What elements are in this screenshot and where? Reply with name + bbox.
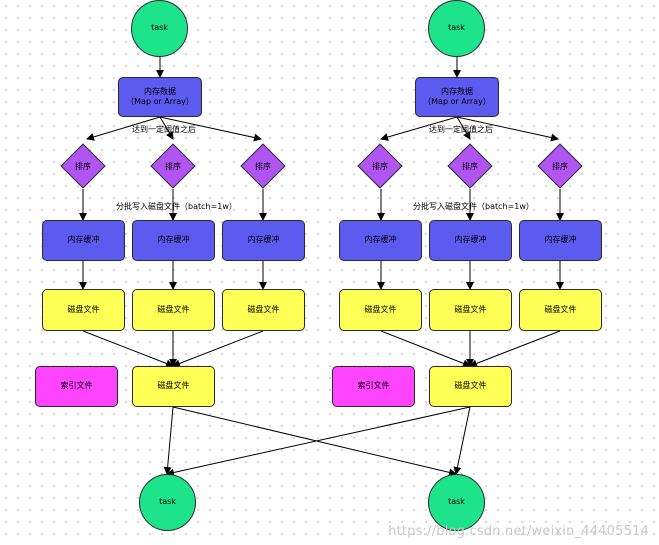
task-label: task — [151, 23, 168, 33]
disk-file-left-1[interactable]: 磁盘文件 — [42, 289, 125, 331]
task-top-left[interactable]: task — [131, 0, 188, 57]
disk-file-left-2[interactable]: 磁盘文件 — [132, 289, 215, 331]
memory-buffer-right-2[interactable]: 内存缓冲 — [429, 220, 512, 261]
memory-data-title: 内存数据 — [143, 86, 176, 96]
disk-file-right-2[interactable]: 磁盘文件 — [429, 289, 512, 331]
task-top-right[interactable]: task — [428, 0, 485, 57]
threshold-label-left: 达到一定阈值之后 — [132, 125, 196, 134]
disk-file-right-3[interactable]: 磁盘文件 — [519, 289, 602, 331]
task-bottom-right[interactable]: task — [428, 474, 485, 531]
memory-data-right[interactable]: 内存数据（Map or Array） — [415, 77, 499, 117]
batch-write-label-right: 分批写入磁盘文件（batch=1w） — [413, 202, 534, 211]
memory-buffer-left-2[interactable]: 内存缓冲 — [132, 220, 215, 261]
memory-data-subtitle: （Map or Array） — [126, 97, 194, 106]
disk-file-left-3[interactable]: 磁盘文件 — [222, 289, 305, 331]
watermark-text: https://blog.csdn.net/weixin_44405514 — [388, 524, 649, 539]
sort-diamond-right-3[interactable]: 排序 — [537, 143, 583, 189]
threshold-label-right: 达到一定阈值之后 — [429, 125, 493, 134]
index-file-left[interactable]: 索引文件 — [35, 366, 118, 407]
memory-buffer-left-3[interactable]: 内存缓冲 — [222, 220, 305, 261]
sort-diamond-left-1[interactable]: 排序 — [60, 143, 106, 189]
batch-write-label-left: 分批写入磁盘文件（batch=1w） — [116, 202, 237, 211]
merged-disk-file-right[interactable]: 磁盘文件 — [429, 366, 512, 407]
sort-diamond-left-3[interactable]: 排序 — [240, 143, 286, 189]
memory-buffer-left-1[interactable]: 内存缓冲 — [42, 220, 125, 261]
sort-diamond-right-2[interactable]: 排序 — [447, 143, 493, 189]
sort-diamond-right-1[interactable]: 排序 — [357, 143, 403, 189]
memory-data-left[interactable]: 内存数据（Map or Array） — [118, 77, 202, 117]
disk-file-right-1[interactable]: 磁盘文件 — [339, 289, 422, 331]
memory-buffer-right-1[interactable]: 内存缓冲 — [339, 220, 422, 261]
sort-diamond-left-2[interactable]: 排序 — [150, 143, 196, 189]
index-file-right[interactable]: 索引文件 — [332, 366, 415, 407]
memory-buffer-right-3[interactable]: 内存缓冲 — [519, 220, 602, 261]
merged-disk-file-left[interactable]: 磁盘文件 — [132, 366, 215, 407]
task-bottom-left[interactable]: task — [139, 474, 196, 531]
